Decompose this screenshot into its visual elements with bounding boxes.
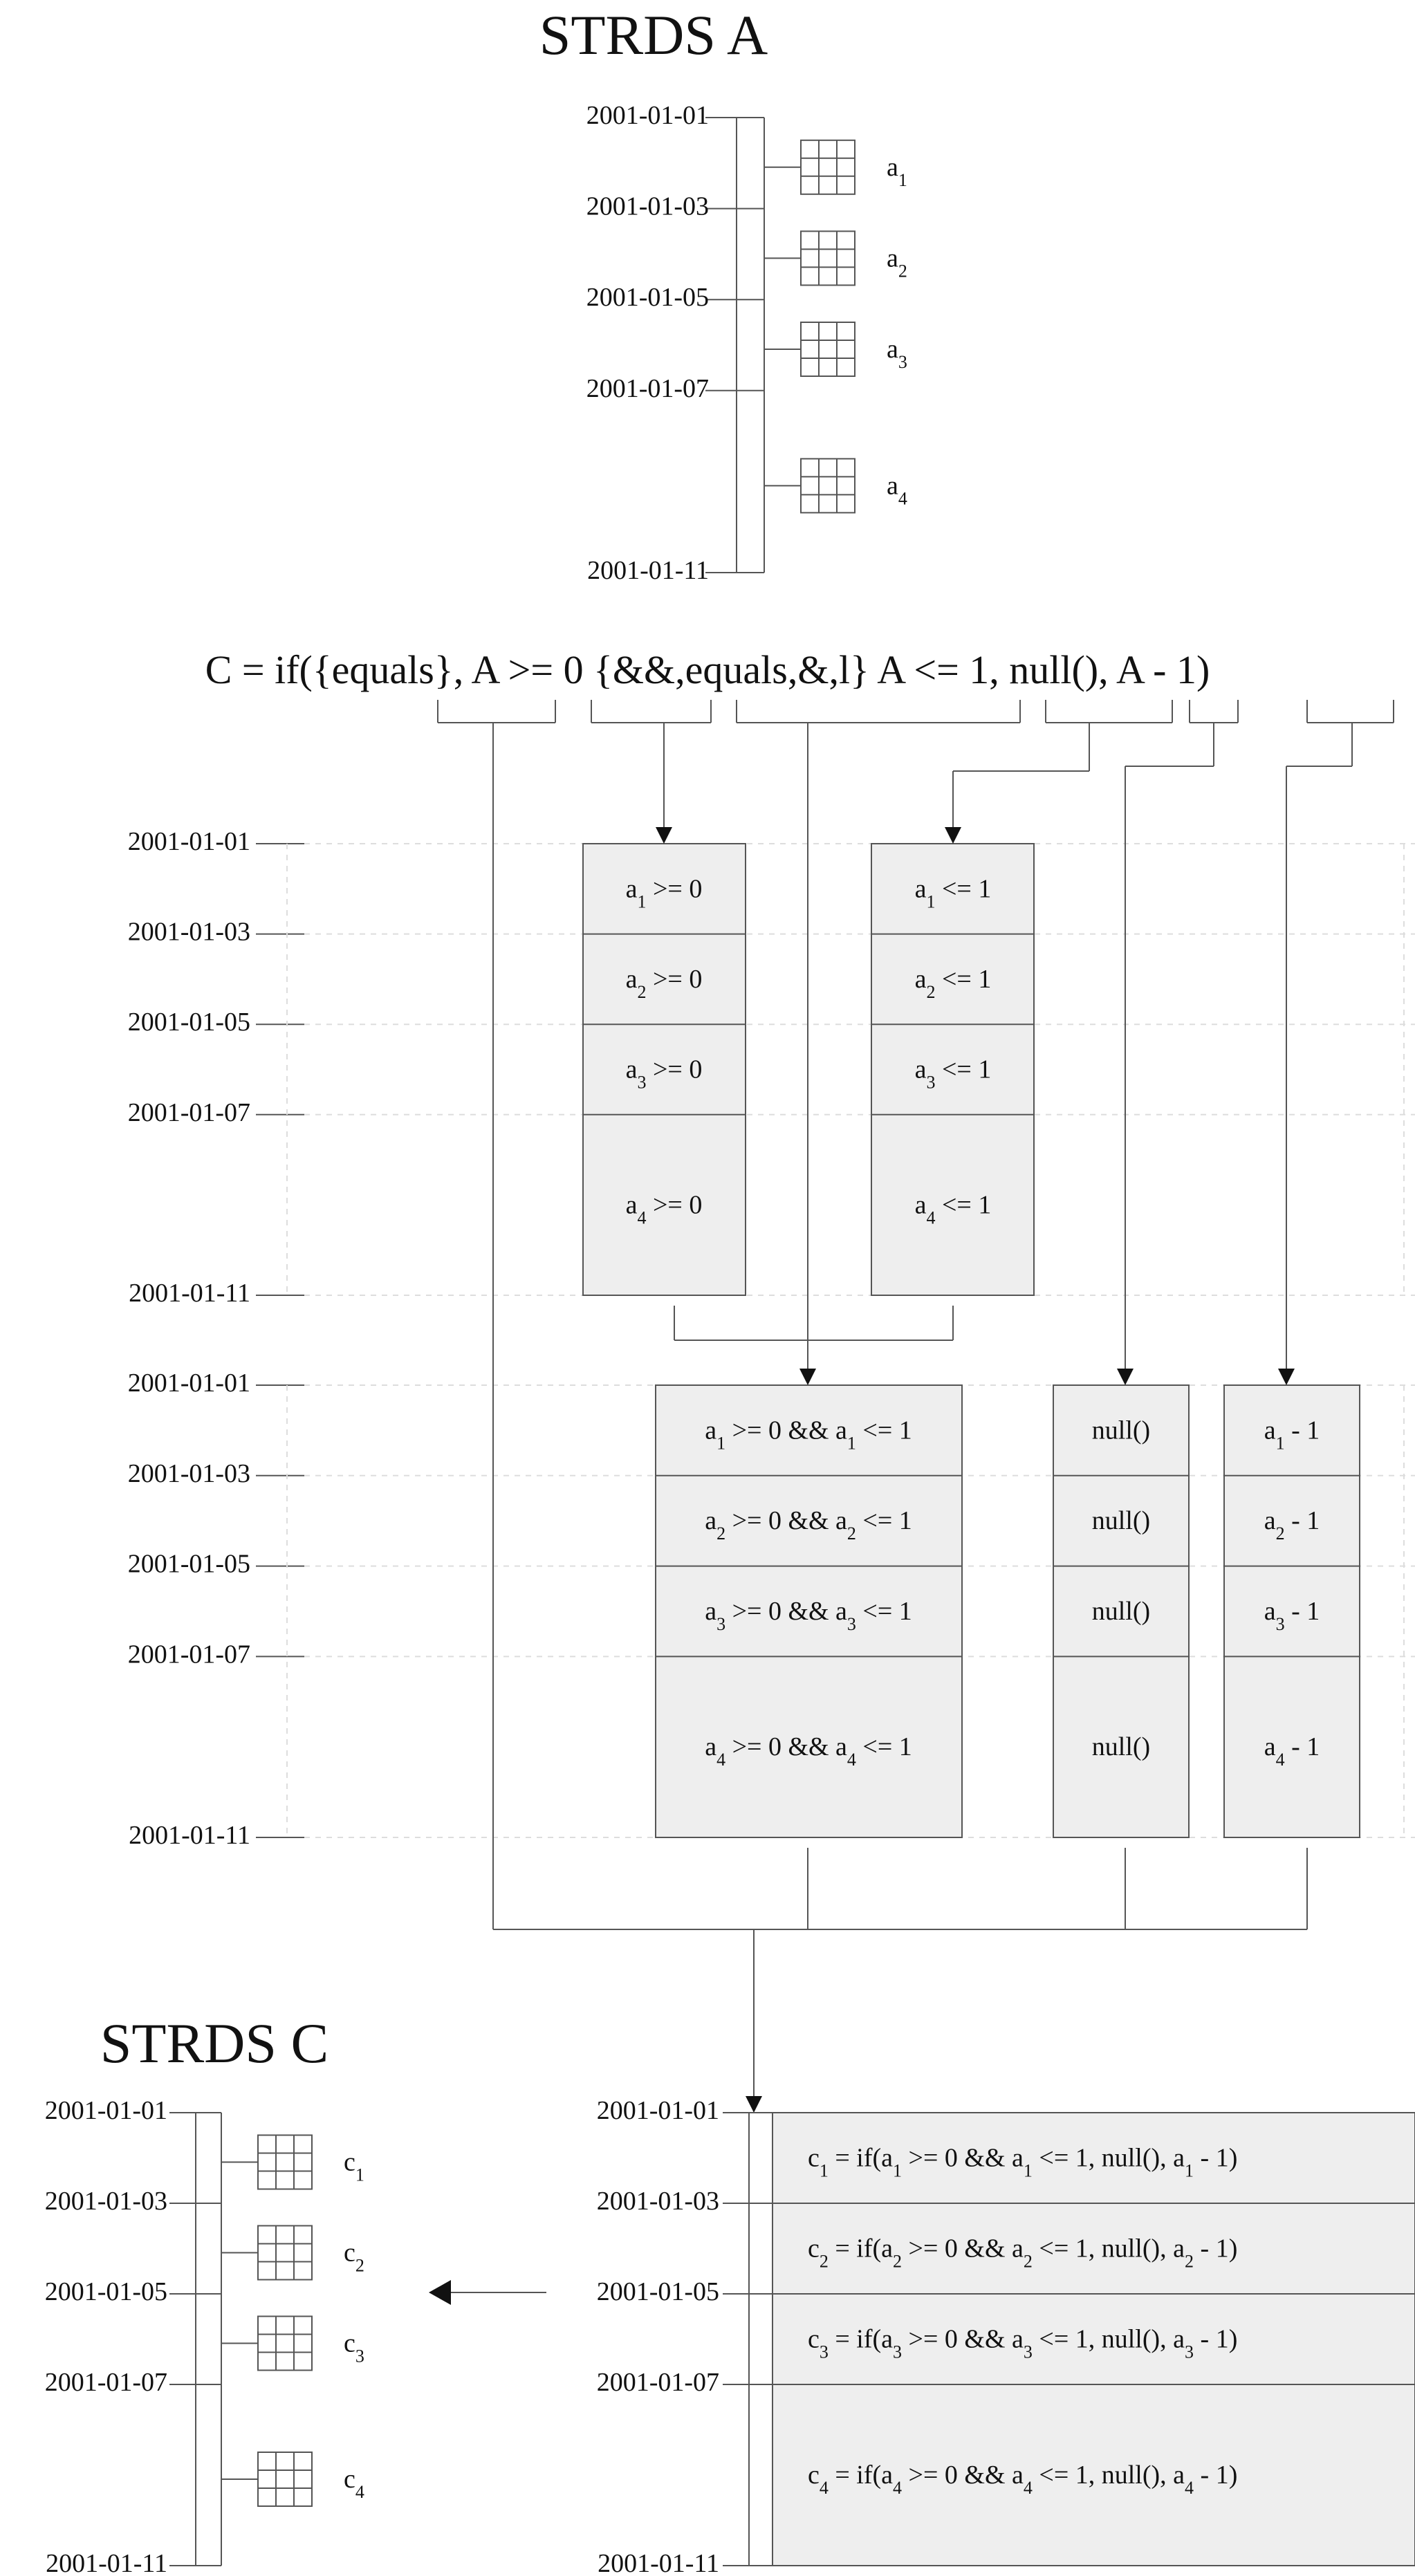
map-label: a2 bbox=[887, 243, 907, 281]
raster-map-icon bbox=[257, 2225, 313, 2281]
map-label: c2 bbox=[344, 2239, 364, 2276]
expression-text: C = if({equals}, A >= 0 {&&,equals,&,l} … bbox=[205, 647, 1210, 692]
result-column bbox=[772, 2112, 1415, 2566]
stage1-le-cell: a1 <= 1 bbox=[915, 874, 992, 911]
result-cell: c3 = if(a3 >= 0 && a3 <= 1, null(), a3 -… bbox=[808, 2325, 1237, 2362]
stage1-le-cell: a4 <= 1 bbox=[915, 1190, 992, 1227]
date-label: 2001-01-05 bbox=[597, 2277, 719, 2306]
stage2-panel: 2001-01-01 2001-01-03 2001-01-05 2001-01-07… bbox=[128, 723, 1415, 2113]
stage2-minus-cell: a2 - 1 bbox=[1264, 1506, 1320, 1544]
date-label: 2001-01-11 bbox=[46, 2549, 167, 2576]
date-label: 2001-01-07 bbox=[128, 1640, 250, 1669]
expression-panel: C = if({equals}, A >= 0 {&&,equals,&,l} … bbox=[205, 647, 1394, 723]
date-label: 2001-01-03 bbox=[128, 1459, 250, 1488]
stage2-condition-cell: a3 >= 0 && a3 <= 1 bbox=[705, 1597, 912, 1634]
raster-map-icon bbox=[800, 230, 856, 286]
date-label: 2001-01-01 bbox=[45, 2096, 167, 2125]
strds-c-title: STRDS C bbox=[100, 2012, 329, 2075]
arrow-head-icon bbox=[656, 827, 672, 844]
result-cell: c2 = if(a2 >= 0 && a2 <= 1, null(), a2 -… bbox=[808, 2234, 1237, 2272]
stage2-condition-cell: a1 >= 0 && a1 <= 1 bbox=[705, 1416, 912, 1453]
stage1-ge-cell: a3 >= 0 bbox=[626, 1055, 703, 1093]
date-label: 2001-01-03 bbox=[45, 2187, 167, 2216]
stage1-le-cell: a3 <= 1 bbox=[915, 1055, 992, 1093]
raster-map-icon bbox=[800, 139, 856, 195]
date-label: 2001-01-01 bbox=[128, 827, 250, 856]
map-label: c3 bbox=[344, 2329, 364, 2366]
arrow-head-icon bbox=[746, 2096, 762, 2113]
map-label: a1 bbox=[887, 153, 907, 189]
stage2-null-column bbox=[1053, 1384, 1190, 1838]
stage2-null-cell: null() bbox=[1092, 1732, 1150, 1761]
map-label: c4 bbox=[344, 2465, 364, 2502]
stage1-ge-cell: a4 >= 0 bbox=[626, 1190, 703, 1227]
raster-map-icon bbox=[800, 322, 856, 377]
date-label: 2001-01-05 bbox=[128, 1550, 250, 1579]
stage1-le-cell: a2 <= 1 bbox=[915, 965, 992, 1002]
date-label: 2001-01-11 bbox=[587, 556, 709, 585]
map-label: a4 bbox=[887, 471, 907, 508]
stage2-null-cell: null() bbox=[1092, 1506, 1150, 1535]
stage1-panel: 2001-01-01 2001-01-03 2001-01-05 2001-01-07… bbox=[128, 723, 1415, 1308]
stage1-ge-cell: a1 >= 0 bbox=[626, 874, 703, 911]
result-cell: c1 = if(a1 >= 0 && a1 <= 1, null(), a1 -… bbox=[808, 2144, 1237, 2181]
result-cell: c4 = if(a4 >= 0 && a4 <= 1, null(), a4 -… bbox=[808, 2461, 1237, 2498]
date-label: 2001-01-01 bbox=[586, 101, 709, 130]
raster-map-icon bbox=[800, 458, 856, 514]
date-label: 2001-01-11 bbox=[129, 1279, 250, 1308]
date-label: 2001-01-05 bbox=[45, 2277, 167, 2306]
stage2-null-cell: null() bbox=[1092, 1416, 1150, 1445]
date-label: 2001-01-05 bbox=[128, 1008, 250, 1037]
strds-a-panel: STRDS A 2001-01-01 2001-01-03 2001-01-05 200… bbox=[539, 3, 907, 585]
strds-c-panel: STRDS C 2001-01-01 2001-01-03 2001-01-05 200… bbox=[45, 2012, 364, 2576]
date-label: 2001-01-03 bbox=[597, 2187, 719, 2216]
stage2-minus-cell: a1 - 1 bbox=[1264, 1416, 1320, 1453]
arrow-head-icon bbox=[1278, 1369, 1295, 1385]
arrow-head-icon bbox=[945, 827, 961, 844]
stage1-ge-column bbox=[582, 843, 746, 1296]
date-label: 2001-01-01 bbox=[128, 1369, 250, 1398]
arrow-head-icon bbox=[1117, 1369, 1134, 1385]
stage2-condition-cell: a2 >= 0 && a2 <= 1 bbox=[705, 1506, 912, 1544]
stage1-le-column bbox=[871, 843, 1035, 1296]
date-label: 2001-01-07 bbox=[128, 1098, 250, 1127]
strds-a-title: STRDS A bbox=[539, 3, 768, 66]
date-label: 2001-01-07 bbox=[586, 374, 709, 403]
stage2-condition-column bbox=[655, 1384, 963, 1838]
map-label: a3 bbox=[887, 335, 907, 372]
date-label: 2001-01-01 bbox=[597, 2096, 719, 2125]
raster-map-icon bbox=[257, 2452, 313, 2507]
raster-map-icon bbox=[257, 2315, 313, 2371]
stage1-ge-cell: a2 >= 0 bbox=[626, 965, 703, 1002]
stage2-null-cell: null() bbox=[1092, 1597, 1150, 1626]
raster-map-icon bbox=[257, 2134, 313, 2190]
date-label: 2001-01-03 bbox=[128, 918, 250, 947]
date-label: 2001-01-11 bbox=[598, 2549, 719, 2576]
date-label: 2001-01-11 bbox=[129, 1821, 250, 1850]
date-label: 2001-01-05 bbox=[586, 283, 709, 312]
map-label: c1 bbox=[344, 2148, 364, 2185]
result-panel: 2001-01-01 2001-01-03 2001-01-05 2001-01-07… bbox=[429, 2096, 1415, 2576]
date-label: 2001-01-07 bbox=[45, 2368, 167, 2397]
stage2-minus-cell: a4 - 1 bbox=[1264, 1732, 1320, 1770]
stage2-minus-cell: a3 - 1 bbox=[1264, 1597, 1320, 1634]
date-label: 2001-01-07 bbox=[597, 2368, 719, 2397]
stage2-minus-column bbox=[1223, 1384, 1360, 1838]
arrow-head-icon bbox=[799, 1369, 816, 1385]
arrow-left-icon bbox=[429, 2280, 451, 2305]
stage2-condition-cell: a4 >= 0 && a4 <= 1 bbox=[705, 1732, 912, 1770]
date-label: 2001-01-03 bbox=[586, 192, 709, 221]
